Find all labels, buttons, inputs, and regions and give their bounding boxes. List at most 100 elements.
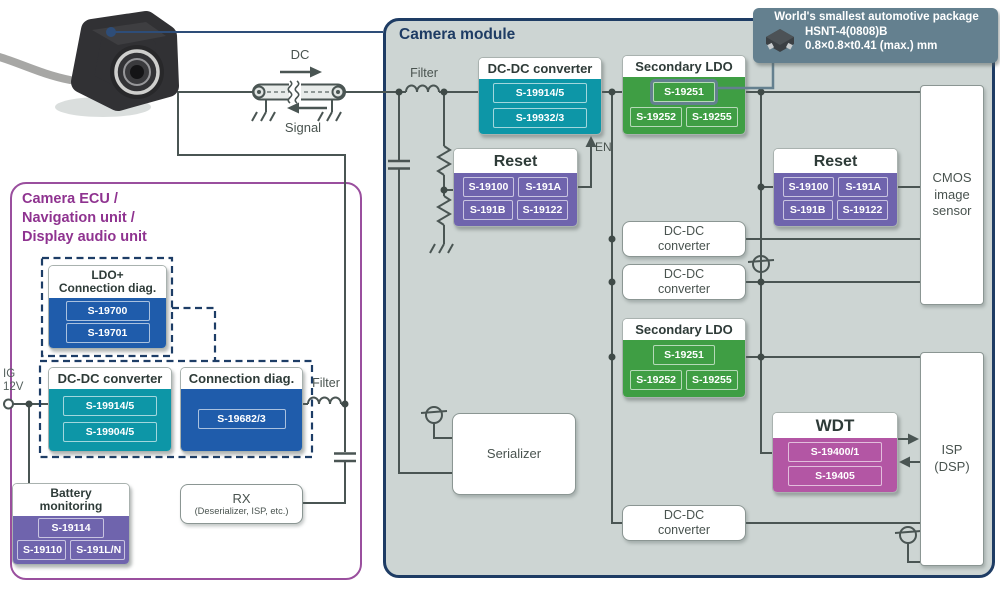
ig-label-line: IG xyxy=(3,368,16,380)
module-dcdc-plain-3: DC-DC converter xyxy=(622,505,746,541)
smd-package-icon xyxy=(766,29,794,52)
capacitor-symbol xyxy=(388,159,410,170)
callout-package-size: 0.8×0.8×t0.41 (max.) mm xyxy=(805,40,938,52)
box-label: sensor xyxy=(932,203,972,219)
ecu-title-line: Display audio unit xyxy=(22,229,147,245)
box-title-line: LDO+ xyxy=(91,268,124,282)
box-label: DC-DC xyxy=(663,224,705,239)
part-chip: S-19122 xyxy=(836,200,889,221)
box-title: LDO+ Connection diag. xyxy=(49,266,166,298)
box-title: Connection diag. xyxy=(181,368,302,390)
part-chip: S-19700 xyxy=(65,300,150,321)
box-title: Reset xyxy=(774,149,897,174)
resistor-symbol xyxy=(436,145,452,176)
part-chip-highlighted: S-19251 xyxy=(653,82,715,103)
port-circle-symbol xyxy=(420,406,452,439)
box-label: CMOS xyxy=(932,169,972,185)
box-title: Battery monitoring xyxy=(13,484,129,516)
part-chip: S-19932/3 xyxy=(493,107,587,128)
box-title: DC-DC converter xyxy=(479,58,601,80)
resistor-symbol xyxy=(436,195,452,226)
ecu-connection-diag-box: Connection diag. S-19682/3 xyxy=(180,367,303,452)
box-title-line: Connection diag. xyxy=(58,280,157,295)
part-chip: S-19114 xyxy=(38,517,104,538)
dashed-group-outline xyxy=(38,256,314,459)
part-chip: S-191B xyxy=(462,200,513,221)
isp-dsp-box: ISP (DSP) xyxy=(920,352,984,566)
module-wdt-box: WDT S-19400/1 S-19405 xyxy=(772,412,898,493)
module-secondary-ldo-bottom-box: Secondary LDO S-19251 S-19252 S-19255 xyxy=(622,318,746,398)
callout-title: World's smallest automotive package xyxy=(774,11,979,23)
box-label: RX xyxy=(232,490,251,506)
inductor-symbol xyxy=(405,84,440,93)
part-chip: S-19682/3 xyxy=(197,409,286,430)
ecu-battery-monitoring-box: Battery monitoring S-19114 S-19110 S-191… xyxy=(12,483,130,565)
box-sublabel: (Deserializer, ISP, etc.) xyxy=(194,506,289,517)
camera-module-title: Camera module xyxy=(399,26,516,43)
part-chip: S-19122 xyxy=(516,200,569,221)
ground-symbol xyxy=(429,243,454,254)
part-chip: S-19252 xyxy=(630,107,682,127)
box-label: converter xyxy=(657,239,711,253)
module-dcdc-converter-box: DC-DC converter S-19914/5 S-19932/3 xyxy=(478,57,602,135)
box-title: DC-DC converter xyxy=(49,368,171,390)
filter-label-ecu: Filter xyxy=(312,376,340,390)
part-chip: S-19904/5 xyxy=(63,422,157,443)
module-reset-left-box: Reset S-19100 S-191A S-191B S-19122 xyxy=(453,148,578,227)
capacitor-symbol xyxy=(334,452,356,463)
camera-cable xyxy=(0,53,74,84)
signal-label: Signal xyxy=(284,120,322,135)
box-label: image xyxy=(934,186,970,202)
part-chip: S-19100 xyxy=(462,176,515,197)
ecu-rx-box: RX (Deserializer, ISP, etc.) xyxy=(180,484,303,524)
module-secondary-ldo-top-box: Secondary LDO S-19251 S-19252 S-19255 xyxy=(622,55,746,135)
box-label: DC-DC xyxy=(663,267,705,282)
camera-illustration xyxy=(0,11,383,117)
en-label: EN xyxy=(595,140,612,154)
module-reset-right-box: Reset S-19100 S-191A S-191B S-19122 xyxy=(773,148,898,227)
part-chip: S-19251 xyxy=(653,345,715,366)
inductor-symbol xyxy=(307,396,342,405)
camera-leader-dot xyxy=(106,27,116,37)
part-chip: S-19914/5 xyxy=(493,83,587,104)
part-chip: S-19255 xyxy=(686,107,738,127)
ecu-title-line: Camera ECU / xyxy=(22,191,118,207)
part-chip: S-19100 xyxy=(782,176,835,197)
part-chip: S-191A xyxy=(838,176,889,197)
port-circle-symbol xyxy=(894,526,922,563)
ig-12v-label: IG 12V xyxy=(3,368,23,394)
ecu-title-line: Navigation unit / xyxy=(22,210,135,226)
filter-label-module: Filter xyxy=(410,66,438,80)
coax-cable-symbol xyxy=(251,80,346,122)
serializer-box: Serializer xyxy=(452,413,576,495)
signal-arrow xyxy=(287,102,327,114)
box-title-line: monitoring xyxy=(39,498,103,513)
box-label: DC-DC xyxy=(663,508,705,523)
callout-package-name: HSNT-4(0808)B xyxy=(805,26,888,38)
part-chip: S-19110 xyxy=(17,539,67,560)
ig-label-line: 12V xyxy=(3,381,24,393)
dc-label: DC xyxy=(290,47,310,62)
part-chip: S-191A xyxy=(518,176,569,197)
ecu-dcdc-converter-box: DC-DC converter S-19914/5 S-19904/5 xyxy=(48,367,172,452)
port-circle-symbol xyxy=(747,255,775,281)
wdt-to-isp-arrowhead xyxy=(908,433,919,445)
box-label: (DSP) xyxy=(934,459,970,474)
ecu-title: Camera ECU / Navigation unit / Display a… xyxy=(22,190,147,247)
part-chip: S-191L/N xyxy=(70,539,125,560)
package-callout: World's smallest automotive package HSNT… xyxy=(753,8,998,63)
box-title: Secondary LDO xyxy=(623,319,745,341)
ig-terminal xyxy=(3,398,14,410)
box-title: Secondary LDO xyxy=(623,56,745,78)
ground-symbol xyxy=(251,111,276,122)
part-chip: S-19255 xyxy=(686,370,738,390)
box-label: Serializer xyxy=(486,446,542,462)
box-title: Reset xyxy=(454,149,577,174)
module-dcdc-plain-1: DC-DC converter xyxy=(622,221,746,257)
box-label: converter xyxy=(657,523,711,537)
dc-arrow xyxy=(280,66,322,78)
ground-symbol xyxy=(317,111,342,122)
box-label: converter xyxy=(657,282,711,296)
en-arrowhead xyxy=(585,136,597,147)
